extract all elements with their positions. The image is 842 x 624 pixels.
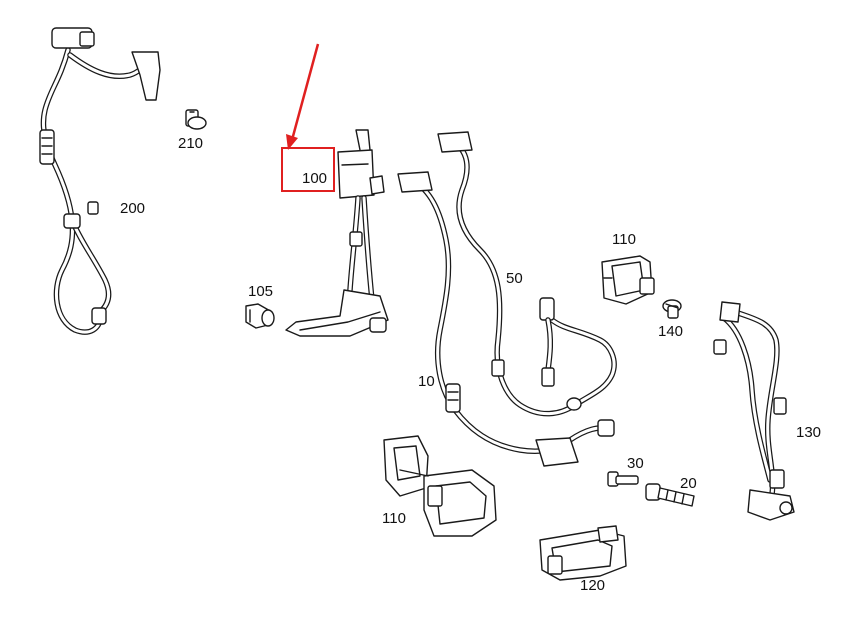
part-110-holder-upper: [601, 255, 655, 305]
part-30-bolt: [607, 471, 639, 487]
part-label-200: 200: [120, 200, 145, 217]
part-105-clip: [245, 303, 275, 329]
part-210-bolt: [185, 109, 207, 130]
highlight-box: [281, 147, 335, 192]
part-200-cable: [39, 27, 161, 335]
part-100-bracket: [285, 129, 389, 337]
part-label-105: 105: [248, 283, 273, 300]
part-120-bracket: [539, 525, 627, 581]
highlight-arrow-head: [286, 134, 298, 150]
part-20-bolt: [645, 483, 695, 507]
part-label-110-lower: 110: [382, 510, 406, 527]
part-label-110-upper: 110: [612, 231, 636, 248]
part-label-30: 30: [627, 455, 644, 472]
part-label-10: 10: [418, 373, 435, 390]
part-50-cable: [437, 131, 617, 417]
highlight-annotation: [281, 43, 335, 192]
part-label-120: 120: [580, 577, 605, 594]
part-label-20: 20: [680, 475, 697, 492]
part-10-cable: [397, 171, 615, 467]
part-label-50: 50: [506, 270, 523, 287]
part-label-140: 140: [658, 323, 683, 340]
part-label-210: 210: [178, 135, 203, 152]
part-140-screw: [662, 299, 682, 319]
part-130-cable: [713, 301, 795, 521]
part-label-130: 130: [796, 424, 821, 441]
part-label-100: 100: [302, 170, 327, 187]
highlight-arrow: [290, 43, 320, 141]
part-labels: 200 210 100 105 50 10 110 140 130 110 30…: [120, 135, 821, 594]
part-110-bracket-lower: [383, 435, 497, 537]
